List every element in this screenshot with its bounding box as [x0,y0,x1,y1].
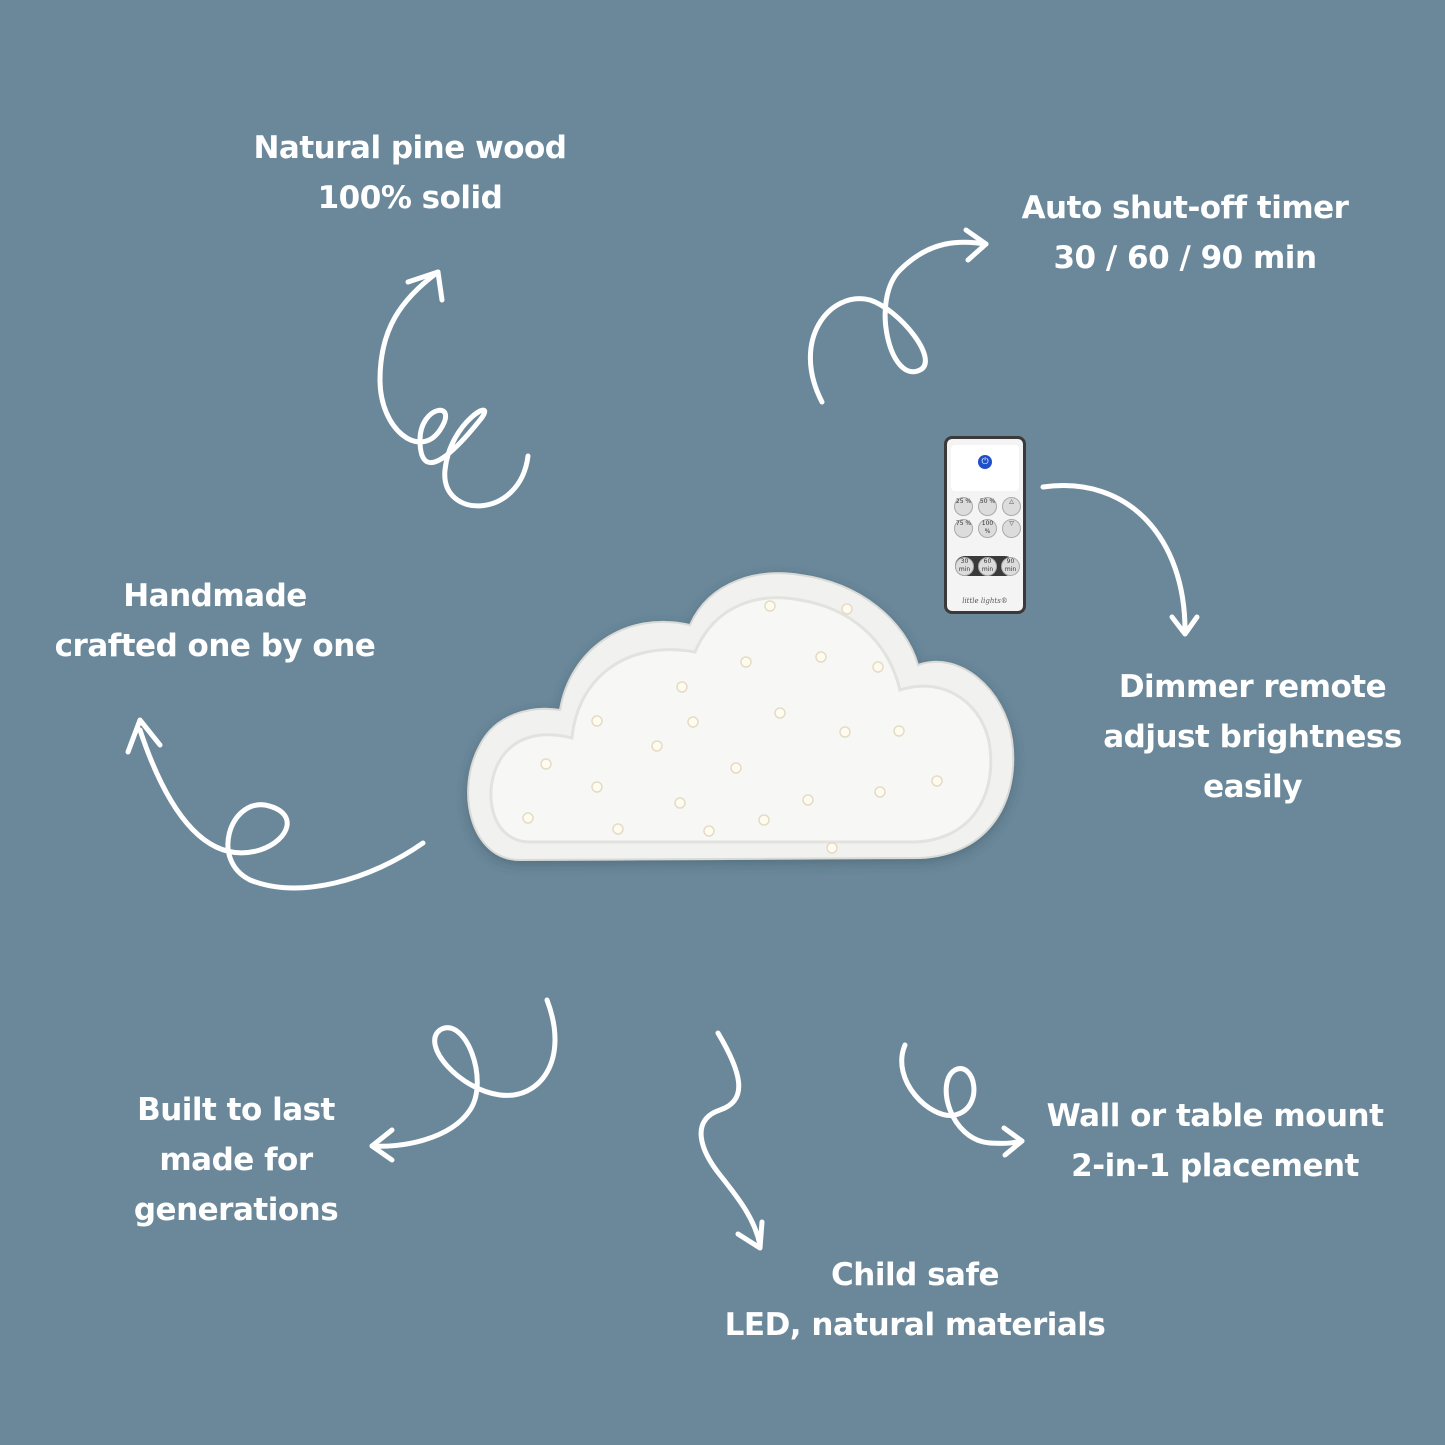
feature-handmade-line1: Handmade [123,578,307,614]
arrow-built [369,997,558,1149]
remote-brand: little lights® [962,597,1008,605]
remote-button-75: 75 % [954,519,973,538]
remote-button-25: 25 % [954,497,973,516]
arrow-mount-head [1001,1125,1025,1158]
feature-wood-line2: 100% solid [317,180,503,216]
feature-built-line2: made for [159,1142,313,1178]
arrow-wood [377,269,531,509]
led-bulbs [522,600,943,854]
feature-handmade-line2: crafted one by one [54,628,376,664]
feature-dimmer: Dimmer remote adjust brightness easily [1085,662,1420,812]
arrow-handmade-head [125,717,163,755]
feature-safe: Child safe LED, natural materials [710,1250,1120,1350]
remote-button-90min: 90 min [1001,557,1020,576]
arrow-mount [899,1042,1025,1146]
feature-mount-line2: 2-in-1 placement [1071,1148,1359,1184]
feature-built: Built to last made for generations [111,1085,361,1235]
arrow-dimmer [1040,483,1188,633]
remote-top-panel: ⏻ [951,445,1019,491]
feature-dimmer-line3: easily [1203,769,1302,805]
remote-button-60min: 60 min [978,557,997,576]
feature-wood: Natural pine wood 100% solid [230,123,590,223]
feature-built-line1: Built to last [137,1092,335,1128]
remote-button-30min: 30 min [955,557,974,576]
feature-dimmer-line1: Dimmer remote [1118,669,1387,705]
feature-dimmer-line2: adjust brightness [1103,719,1402,755]
feature-safe-line1: Child safe [831,1257,999,1293]
brightness-up-icon: △ [1002,497,1021,516]
feature-safe-line2: LED, natural materials [724,1307,1106,1343]
feature-timer-line1: Auto shut-off timer [1021,190,1349,226]
arrow-timer [808,239,989,405]
arrow-dimmer-head [1169,614,1200,637]
arrow-wood-head [405,269,445,303]
feature-built-line3: generations [133,1192,339,1228]
feature-timer: Auto shut-off timer 30 / 60 / 90 min [995,183,1375,283]
arrow-handmade [137,727,426,891]
remote-button-50: 50 % [978,497,997,516]
brightness-down-icon: ▽ [1002,519,1021,538]
arrow-timer-head [963,227,989,263]
arrow-safe-head [735,1219,765,1251]
feature-handmade: Handmade crafted one by one [30,571,400,671]
feature-mount-line1: Wall or table mount [1046,1098,1384,1134]
remote-button-100: 100 % [978,519,997,538]
arrow-built-head [369,1127,395,1163]
arrow-safe [698,1030,763,1248]
feature-timer-line2: 30 / 60 / 90 min [1053,240,1317,276]
feature-wood-line1: Natural pine wood [253,130,567,166]
power-icon: ⏻ [978,455,992,469]
dimmer-remote: ⏻ 25 % 50 % △ 75 % 100 % ▽ 30 min 60 min… [944,436,1026,614]
cloud-lamp [467,572,1015,862]
feature-mount: Wall or table mount 2-in-1 placement [1025,1091,1405,1191]
